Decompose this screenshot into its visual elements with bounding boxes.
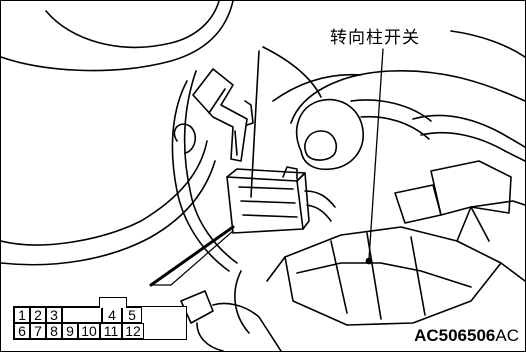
figure-code: AC506506AC [414, 326, 519, 346]
pin-2: 2 [30, 307, 46, 323]
harness-sweep-2 [1, 160, 216, 266]
column-shroud-ring [295, 98, 364, 171]
pin-blank [62, 307, 102, 323]
pin-7: 7 [30, 323, 46, 339]
leader-to-pin-box [149, 225, 235, 287]
switch-housing-detail-3 [456, 200, 525, 242]
clip-bracket-tab [244, 100, 254, 126]
figure-code-main: AC506506 [414, 326, 496, 345]
switch-housing-detail-1 [330, 232, 426, 320]
column-shroud-outer [290, 69, 525, 124]
connector-pin-diagram: 1 2 3 4 5 6 7 8 9 10 11 12 [7, 288, 193, 344]
connector-wires [304, 190, 336, 222]
connector-face-row-2: 6 7 8 9 10 11 12 [13, 323, 187, 340]
pin-10: 10 [78, 323, 100, 339]
pin-9: 9 [62, 323, 78, 339]
callout-leader [368, 48, 384, 260]
harness-lower-2 [212, 302, 282, 351]
clip-bracket-inner [208, 88, 238, 156]
harness-sweep-3 [171, 80, 230, 272]
panel-line-2 [262, 46, 322, 98]
column-shroud-hub [304, 130, 337, 161]
connector-latch-key [99, 297, 127, 308]
harness-clip-lower [180, 290, 214, 324]
pin-8: 8 [46, 323, 62, 339]
pin-11: 11 [100, 323, 122, 339]
column-lever-mount-2 [420, 131, 525, 162]
pin-3: 3 [46, 307, 62, 323]
harness-lower-3 [234, 270, 250, 334]
panel-line-1 [250, 50, 362, 198]
clip-bracket [192, 68, 248, 162]
dashboard-curve-inner [45, 1, 220, 49]
dashboard-curve-outer [1, 1, 234, 72]
pin-12: 12 [122, 323, 144, 339]
switch-housing-detail-2 [296, 262, 472, 288]
pin-6: 6 [14, 323, 30, 339]
callout-label: 转向柱开关 [330, 28, 420, 48]
connector-right [296, 172, 310, 230]
connector-ridge [238, 186, 298, 218]
connector-latch [282, 166, 298, 180]
harness-sweep-1 [1, 140, 208, 246]
connector-body [226, 176, 304, 234]
column-lever-mount [412, 114, 525, 148]
switch-housing-face [284, 256, 502, 326]
harness-loop [173, 123, 197, 154]
callout-leader-dot [365, 257, 373, 265]
harness-lower-1 [196, 322, 224, 351]
pin-4: 4 [102, 307, 122, 323]
pin-1: 1 [14, 307, 30, 323]
switch-housing-block-2 [394, 184, 442, 224]
figure-code-suffix: AC [495, 326, 519, 345]
leader-to-pin-box-wedge [150, 230, 234, 286]
panel-curve-right [450, 30, 525, 58]
pin-5: 5 [122, 307, 142, 323]
switch-housing-block [430, 160, 512, 216]
